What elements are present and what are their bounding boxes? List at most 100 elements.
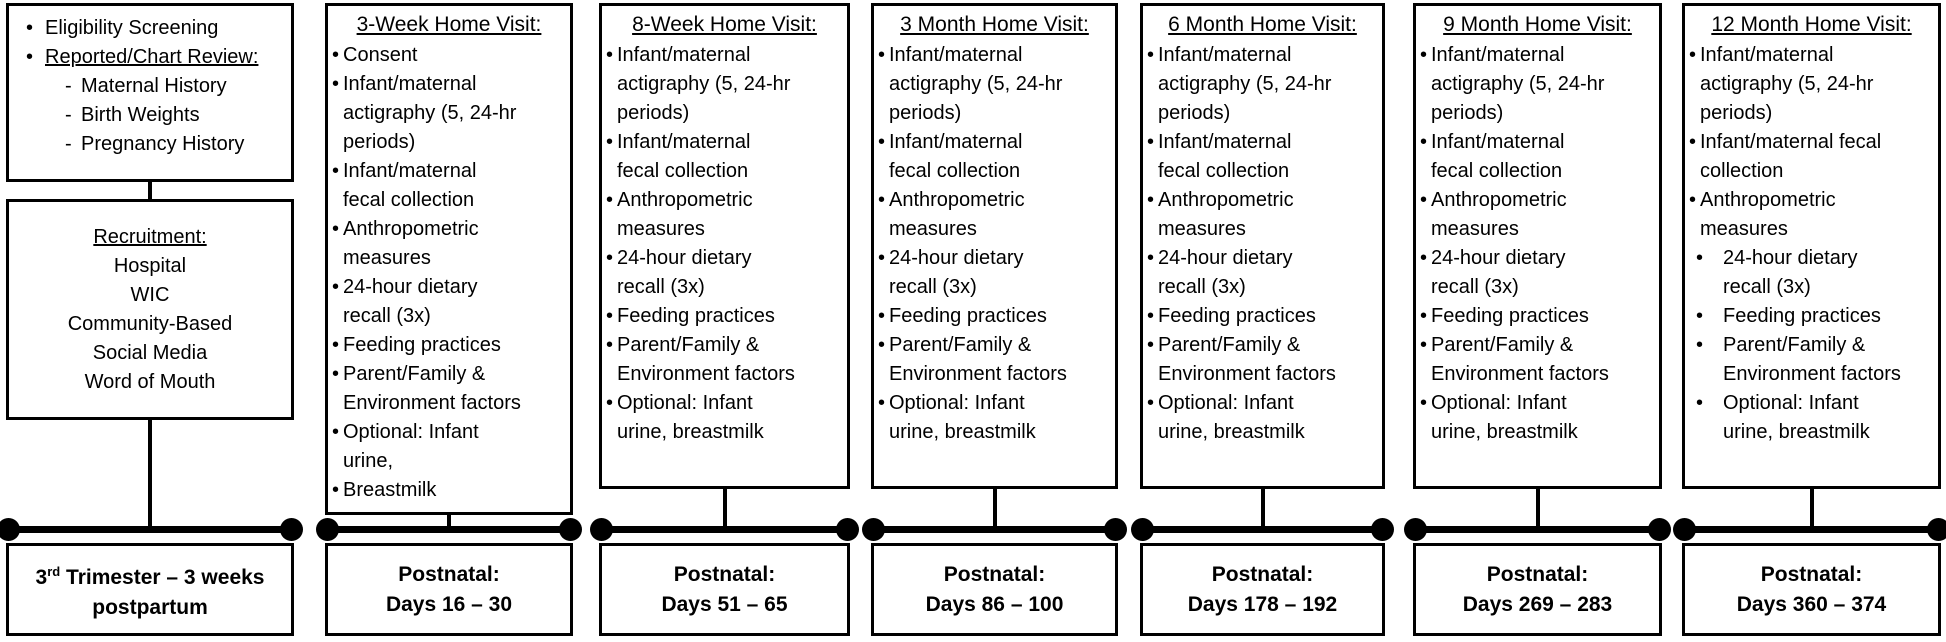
timeline-segment xyxy=(316,518,582,541)
screening-item-label: Maternal History xyxy=(81,75,227,97)
recruitment-source: Social Media xyxy=(92,341,208,364)
visit-procedure-item: Parent/Family & Environment factors xyxy=(878,331,1109,389)
visit-procedure-item: Feeding practices xyxy=(1420,302,1653,331)
visit-procedure-item: Parent/Family & Environment factors xyxy=(332,360,564,418)
visit-procedure-item: Feeding practices xyxy=(878,302,1109,331)
visit-procedure-item: Infant/maternal fecal collection xyxy=(1689,128,1932,186)
recruitment-source: Community-Based xyxy=(67,312,233,335)
postnatal-label: Postnatal: xyxy=(1760,562,1863,586)
visit-procedure-item: Parent/Family & Environment factors xyxy=(1689,331,1932,389)
visit-title-text: 9 Month Home Visit: xyxy=(1443,13,1632,36)
visit-procedure-item: Infant/maternal fecal collection xyxy=(878,128,1109,186)
visit-procedure-item: Infant/maternal fecal collection xyxy=(332,157,564,215)
visit-title: 12 Month Home Visit: xyxy=(1685,6,1938,40)
visit-procedure-item: Infant/maternal fecal collection xyxy=(1147,128,1376,186)
postnatal-day-range: Days 269 – 283 xyxy=(1462,592,1613,616)
recruitment-source: WIC xyxy=(130,283,170,306)
visit-box: 9 Month Home Visit: Infant/maternal actig… xyxy=(1413,3,1662,489)
screening-item: Eligibility Screening xyxy=(19,14,287,43)
screening-item: Birth Weights xyxy=(19,101,287,130)
visit-column: 6 Month Home Visit: Infant/maternal actig… xyxy=(1131,0,1394,642)
visit-procedure-item: Breastmilk xyxy=(332,476,564,505)
postnatal-label: Postnatal: xyxy=(398,562,500,586)
postnatal-day-range: Days 178 – 192 xyxy=(1187,592,1338,616)
connector-line xyxy=(447,515,451,526)
visit-title: 9 Month Home Visit: xyxy=(1416,6,1659,40)
visit-procedure-item: Anthropometric measures xyxy=(606,186,841,244)
timeline-segment xyxy=(0,518,303,541)
visit-box: 12 Month Home Visit: Infant/maternal acti… xyxy=(1682,3,1941,489)
visit-procedure-item: Optional: Infant urine, breastmilk xyxy=(1420,389,1653,447)
visit-procedure-item: Parent/Family & Environment factors xyxy=(1420,331,1653,389)
postnatal-window-box: Postnatal:Days 86 – 100 xyxy=(871,543,1118,636)
visit-procedure-item: 24-hour dietary recall (3x) xyxy=(332,273,564,331)
screening-item-label: Eligibility Screening xyxy=(45,17,219,39)
connector-line xyxy=(1260,489,1265,526)
connector-line xyxy=(722,489,727,526)
visit-procedure-item: Infant/maternal fecal collection xyxy=(1420,128,1653,186)
visit-title-text: 3 Month Home Visit: xyxy=(900,13,1089,36)
visit-procedure-item: Parent/Family & Environment factors xyxy=(606,331,841,389)
visit-procedure-item: Infant/maternal actigraphy (5, 24-hr per… xyxy=(606,41,841,128)
screening-list: Eligibility ScreeningReported/Chart Revi… xyxy=(9,6,291,159)
visit-box: 6 Month Home Visit: Infant/maternal actig… xyxy=(1140,3,1385,489)
visit-procedure-item: Consent xyxy=(332,41,564,70)
visit-title: 8-Week Home Visit: xyxy=(602,6,847,40)
connector-line xyxy=(1535,489,1540,526)
visit-procedure-list: Infant/maternal actigraphy (5, 24-hr per… xyxy=(1685,40,1938,447)
timeline-segment xyxy=(1673,518,1946,541)
visit-procedure-item: Infant/maternal actigraphy (5, 24-hr per… xyxy=(878,41,1109,128)
visit-procedure-item: Infant/maternal actigraphy (5, 24-hr per… xyxy=(1420,41,1653,128)
visit-title: 3 Month Home Visit: xyxy=(874,6,1115,40)
recruitment-title: Recruitment: xyxy=(93,225,207,248)
visit-procedure-list: Infant/maternal actigraphy (5, 24-hr per… xyxy=(874,40,1115,447)
visit-procedure-item: Feeding practices xyxy=(606,302,841,331)
visit-procedure-item: Feeding practices xyxy=(1147,302,1376,331)
connector-line xyxy=(148,182,152,199)
timeline-segment xyxy=(1131,518,1394,541)
postnatal-label: Postnatal: xyxy=(943,562,1046,586)
visit-title: 6 Month Home Visit: xyxy=(1143,6,1382,40)
visit-procedure-item: Optional: Infant urine, breastmilk xyxy=(1147,389,1376,447)
visit-procedure-item: Anthropometric measures xyxy=(332,215,564,273)
visit-procedure-list: Infant/maternal actigraphy (5, 24-hr per… xyxy=(602,40,847,447)
visit-procedure-item: Anthropometric measures xyxy=(1420,186,1653,244)
screening-item-label: Birth Weights xyxy=(81,104,200,126)
visit-procedure-list: Infant/maternal actigraphy (5, 24-hr per… xyxy=(1143,40,1382,447)
visit-procedure-item: Infant/maternal actigraphy (5, 24-hr per… xyxy=(1147,41,1376,128)
postnatal-label: Postnatal: xyxy=(1211,562,1314,586)
visit-procedure-item: Anthropometric measures xyxy=(1147,186,1376,244)
postnatal-day-range: Days 51 – 65 xyxy=(661,592,788,616)
baseline-window-label-line1: 3rd Trimester – 3 weeks xyxy=(35,563,265,589)
visit-box: 3-Week Home Visit:ConsentInfant/maternal… xyxy=(325,3,573,515)
visit-procedure-item: Infant/maternal fecal collection xyxy=(606,128,841,186)
postnatal-window-box: Postnatal:Days 16 – 30 xyxy=(325,543,573,636)
screening-item-label: Reported/Chart Review: xyxy=(45,46,259,68)
visit-title: 3-Week Home Visit: xyxy=(328,6,570,40)
connector-line xyxy=(992,489,997,526)
connector-line xyxy=(1809,489,1814,526)
visit-procedure-item: Anthropometric measures xyxy=(1689,186,1932,244)
visit-procedure-item: Optional: Infant urine, breastmilk xyxy=(878,389,1109,447)
visit-procedure-item: 24-hour dietary recall (3x) xyxy=(1147,244,1376,302)
visit-box: 3 Month Home Visit: Infant/maternal actig… xyxy=(871,3,1118,489)
visit-procedure-item: 24-hour dietary recall (3x) xyxy=(606,244,841,302)
visit-column: 9 Month Home Visit: Infant/maternal actig… xyxy=(1404,0,1671,642)
baseline-window-box: 3rd Trimester – 3 weeks postpartum xyxy=(6,543,294,636)
postnatal-day-range: Days 360 – 374 xyxy=(1736,592,1887,616)
visit-column: 3-Week Home Visit:ConsentInfant/maternal… xyxy=(316,0,582,642)
timeline-segment xyxy=(1404,518,1671,541)
screening-box: Eligibility ScreeningReported/Chart Revi… xyxy=(6,3,294,182)
connector-line xyxy=(148,420,152,526)
visit-procedure-item: Feeding practices xyxy=(332,331,564,360)
visit-title-text: 8-Week Home Visit: xyxy=(632,13,817,36)
visit-procedure-item: Parent/Family & Environment factors xyxy=(1147,331,1376,389)
visit-column: 8-Week Home Visit: Infant/maternal actigr… xyxy=(590,0,859,642)
baseline-window-label-line2: postpartum xyxy=(92,595,208,619)
visit-title-text: 12 Month Home Visit: xyxy=(1711,13,1912,36)
visit-title-text: 6 Month Home Visit: xyxy=(1168,13,1357,36)
postnatal-window-box: Postnatal: Days 360 – 374 xyxy=(1682,543,1941,636)
postnatal-window-box: Postnatal:Days 269 – 283 xyxy=(1413,543,1662,636)
visit-procedure-item: Infant/maternal actigraphy (5, 24-hr per… xyxy=(332,70,564,157)
